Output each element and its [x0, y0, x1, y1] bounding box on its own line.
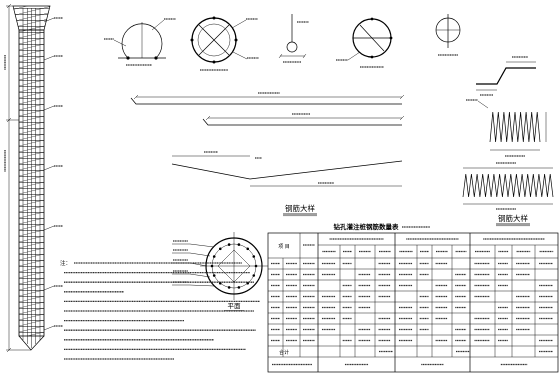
longitudinal-bars — [22, 8, 41, 348]
pile-cross-section — [172, 232, 268, 300]
table-grid — [267, 232, 559, 373]
small-ring-detail — [435, 14, 461, 56]
notes-heading: 注： — [60, 259, 71, 267]
stiffener-hook-detail — [104, 18, 176, 66]
rebar-detail-title-middle: 钢筋大样 — [285, 203, 315, 213]
notes-body — [64, 262, 260, 360]
stiffener-ring-detail — [190, 16, 259, 71]
positioning-ring-detail — [336, 17, 393, 68]
elevation-dimension-line — [4, 3, 31, 353]
spiral-stirrup-detail-1 — [466, 99, 547, 157]
rebar-detail-title-right: 钢筋大样 — [498, 213, 528, 223]
main-bar-detail-1 — [130, 92, 405, 105]
hanging-bar-detail — [278, 14, 309, 63]
table-title: 钻孔灌注桩钢筋数量表 — [334, 222, 400, 231]
table-total-label: 合计 — [279, 349, 289, 356]
table-item-header: 项 目 — [278, 244, 290, 250]
main-bar-detail-2 — [202, 113, 405, 126]
rebar-quantity-table: 钻孔灌注桩钢筋数量表 项 目 合计 — [267, 222, 559, 373]
stepped-bar-detail — [476, 56, 536, 96]
general-notes: 注： — [60, 259, 260, 360]
bent-bar-detail — [171, 151, 403, 187]
cage-bar-callouts — [43, 17, 63, 331]
cross-section-label: 平面 — [228, 302, 242, 310]
spiral-stirrup-detail-2 — [462, 162, 554, 210]
pile-cage-elevation — [4, 3, 63, 353]
